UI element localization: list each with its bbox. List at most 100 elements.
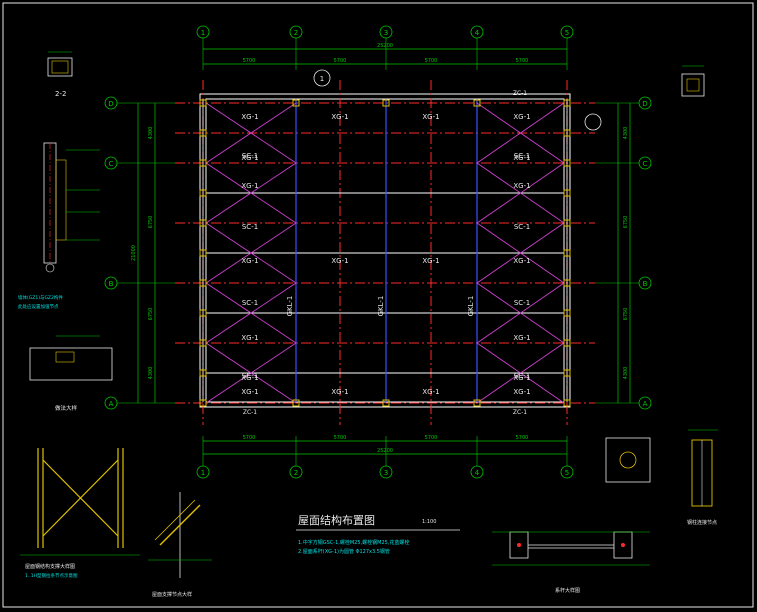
detail-callout-circle bbox=[584, 113, 602, 131]
dim-left-2: 6750 bbox=[148, 216, 154, 229]
zc-label-2: ZC-1 bbox=[243, 409, 257, 416]
column-marker bbox=[563, 399, 571, 407]
bracing-detail: 屋面钢结构支撑大样图 1..1H型钢拉条节点示意图 bbox=[20, 448, 140, 579]
dim-right-1: 4300 bbox=[623, 127, 629, 140]
note-2: 2.屋面系杆(XG-1)为圆管 Φ127x3.5钢管 bbox=[298, 548, 390, 555]
axis-label-bottom-5: 5 bbox=[565, 469, 569, 477]
column-connection-detail: 钢柱连接节点 bbox=[605, 429, 718, 526]
axis-label-top-1: 1 bbox=[201, 29, 205, 37]
axis-label-bottom-2: 2 bbox=[294, 469, 298, 477]
sc-label: SC-1 bbox=[242, 223, 258, 231]
node-detail: 屋面支撑节点大样 bbox=[148, 492, 212, 598]
axis-bubble-bottom-5 bbox=[560, 465, 574, 479]
axis-bubble-top-1 bbox=[196, 25, 210, 39]
axis-bubble-top-3 bbox=[379, 25, 393, 39]
column-marker bbox=[199, 249, 207, 257]
column-marker bbox=[382, 399, 390, 407]
column-marker bbox=[199, 309, 207, 317]
column-marker bbox=[199, 399, 207, 407]
column-marker bbox=[473, 99, 481, 107]
xg-label: XG-1 bbox=[331, 113, 348, 121]
axis-label-left-C: C bbox=[109, 160, 114, 168]
sc-label: SC-1 bbox=[242, 372, 258, 380]
dim-total-top: 25200 bbox=[377, 43, 393, 49]
xg-label: XG-1 bbox=[513, 257, 530, 265]
roof-bracing bbox=[205, 102, 565, 404]
zc-label-1: ZC-1 bbox=[513, 90, 527, 97]
xg-label: XG-1 bbox=[241, 257, 258, 265]
column-marker bbox=[563, 339, 571, 347]
sc-label: SC-1 bbox=[514, 372, 530, 380]
dim-bay-top-4: 5700 bbox=[516, 58, 529, 64]
bracing-detail-title: 屋面钢结构支撑大样图 bbox=[25, 563, 75, 570]
xg-label: XG-1 bbox=[513, 113, 530, 121]
sc-label: SC-1 bbox=[242, 152, 258, 160]
dim-bay-top-3: 5700 bbox=[425, 58, 438, 64]
dim-bay-top-1: 5700 bbox=[243, 58, 256, 64]
column-marker bbox=[199, 99, 207, 107]
axis-label-top-4: 4 bbox=[475, 29, 480, 37]
xg-label: XG-1 bbox=[331, 257, 348, 265]
column-marker bbox=[563, 369, 571, 377]
axis-label-top-2: 2 bbox=[294, 29, 298, 37]
xg-label: XG-1 bbox=[513, 182, 530, 190]
axis-bubble-top-4 bbox=[470, 25, 484, 39]
column-marker bbox=[563, 309, 571, 317]
sc-label: SC-1 bbox=[514, 223, 530, 231]
gkl-label-2: GKL-1 bbox=[377, 296, 385, 317]
xg-label: XG-1 bbox=[513, 154, 530, 162]
node-detail-title: 屋面支撑节点大样 bbox=[152, 591, 192, 598]
title-block: 屋面结构布置图 1:100 1.中字方钢GSC-1,螺栓M25,螺栓钢M25,花… bbox=[296, 513, 460, 555]
dim-left-3: 6750 bbox=[148, 308, 154, 321]
zc-label-3: ZC-1 bbox=[513, 409, 527, 416]
xg-label: XG-1 bbox=[422, 388, 439, 396]
column-marker bbox=[199, 279, 207, 287]
wall-note-2: 此处应设置加强节点 bbox=[18, 303, 59, 310]
column-marker bbox=[199, 159, 207, 167]
xg-label: XG-1 bbox=[331, 388, 348, 396]
dimension-bottom bbox=[203, 440, 567, 455]
dim-left-4: 4300 bbox=[148, 367, 154, 380]
xg-label: XG-1 bbox=[513, 374, 530, 382]
axis-label-top-3: 3 bbox=[384, 29, 388, 37]
dim-bay-bottom-4: 5700 bbox=[516, 435, 529, 441]
xg-label: XG-1 bbox=[422, 113, 439, 121]
steel-rafters bbox=[295, 99, 478, 402]
dim-right-3: 6750 bbox=[623, 308, 629, 321]
dim-bay-bottom-2: 5700 bbox=[334, 435, 347, 441]
column-marker bbox=[199, 189, 207, 197]
xg-label: XG-1 bbox=[513, 388, 530, 396]
column-marker bbox=[563, 249, 571, 257]
drawing-scale: 1:100 bbox=[422, 519, 436, 525]
column-marker bbox=[199, 339, 207, 347]
xg-label: XG-1 bbox=[241, 334, 258, 342]
wall-column-detail: 墙体(GZ1)与GZ2构件 此处应设置加强节点 bbox=[18, 142, 100, 310]
column-marker bbox=[563, 99, 571, 107]
column-marker bbox=[563, 189, 571, 197]
dim-bay-bottom-1: 5700 bbox=[243, 435, 256, 441]
column-marker bbox=[473, 399, 481, 407]
connection-detail-left: 做法大样 bbox=[29, 335, 113, 412]
detail-left-label: 做法大样 bbox=[55, 404, 78, 412]
column-marker bbox=[199, 129, 207, 137]
dim-bay-bottom-3: 5700 bbox=[425, 435, 438, 441]
column-marker bbox=[563, 279, 571, 287]
xg-label: XG-1 bbox=[241, 154, 258, 162]
xg-label: XG-1 bbox=[241, 388, 258, 396]
axis-label-right-D: D bbox=[642, 100, 647, 108]
dim-left-total: 21000 bbox=[131, 245, 137, 261]
dim-total-bottom: 25200 bbox=[377, 448, 393, 454]
column-marker bbox=[292, 99, 300, 107]
tie-rod-title: 系杆大样图 bbox=[555, 587, 580, 594]
xg-label: XG-1 bbox=[241, 374, 258, 382]
axis-bubble-top-2 bbox=[289, 25, 303, 39]
section-callout-circle bbox=[313, 69, 331, 87]
